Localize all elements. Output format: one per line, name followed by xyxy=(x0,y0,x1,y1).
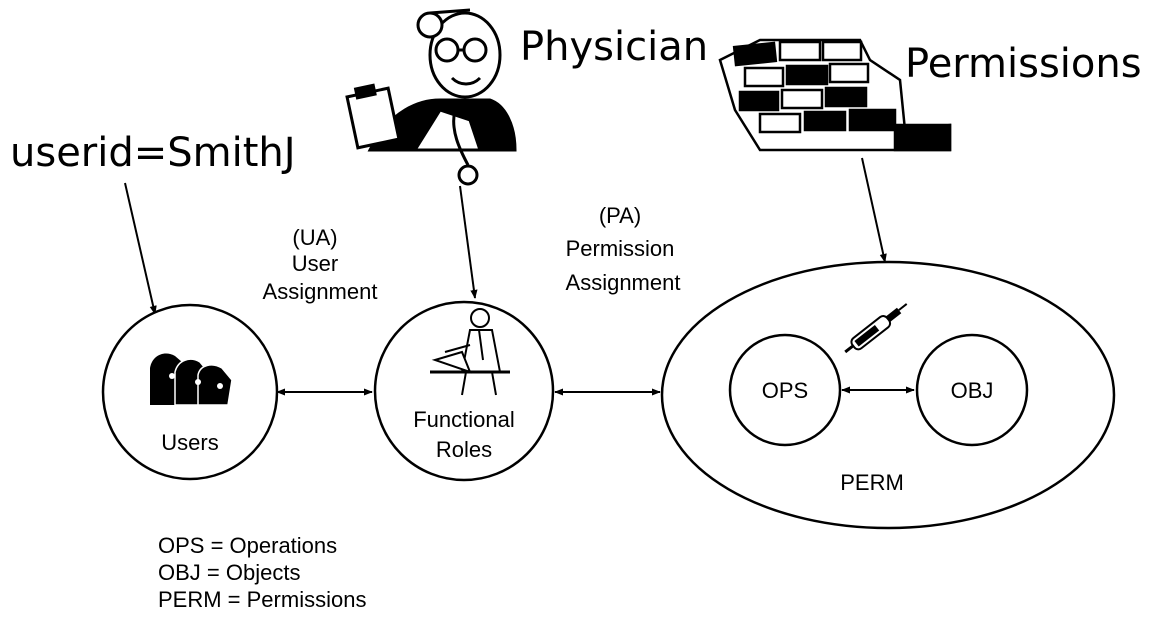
ops-label: OPS xyxy=(762,378,808,403)
syringe-icon xyxy=(844,303,908,354)
perm-label: PERM xyxy=(840,470,904,495)
permissions-label: Permissions xyxy=(905,41,1142,87)
person-at-desk-icon xyxy=(430,308,510,396)
physician-label: Physician xyxy=(520,24,708,70)
pa-line1: Permission xyxy=(566,236,675,261)
legend-item-perm: PERM = Permissions xyxy=(158,587,367,612)
pa-line2: Assignment xyxy=(566,270,681,295)
functional-roles-line2: Roles xyxy=(436,437,492,462)
functional-roles-node xyxy=(373,300,555,482)
legend-item-ops: OPS = Operations xyxy=(158,533,338,558)
users-icon xyxy=(150,353,233,406)
perm-node xyxy=(660,260,1116,530)
legend-item-obj: OBJ = Objects xyxy=(158,560,301,585)
ua-line1: User xyxy=(292,251,338,276)
users-label: Users xyxy=(161,430,218,455)
physician-arrow xyxy=(459,185,478,299)
userid-label: userid=SmithJ xyxy=(10,130,296,176)
obj-label: OBJ xyxy=(951,378,994,403)
permissions-arrow xyxy=(861,157,887,263)
ua-line2: Assignment xyxy=(263,279,378,304)
obj-node xyxy=(915,333,1029,447)
pa-abbr: (PA) xyxy=(599,203,641,228)
legend: OPS = Operations OBJ = Objects PERM = Pe… xyxy=(158,532,366,613)
functional-roles-line1: Functional xyxy=(413,407,515,432)
userid-arrow xyxy=(124,182,157,315)
physician-icon xyxy=(345,8,517,186)
brick-wall-icon xyxy=(718,38,952,152)
ua-abbr: (UA) xyxy=(292,225,337,250)
ops-node xyxy=(728,333,842,447)
